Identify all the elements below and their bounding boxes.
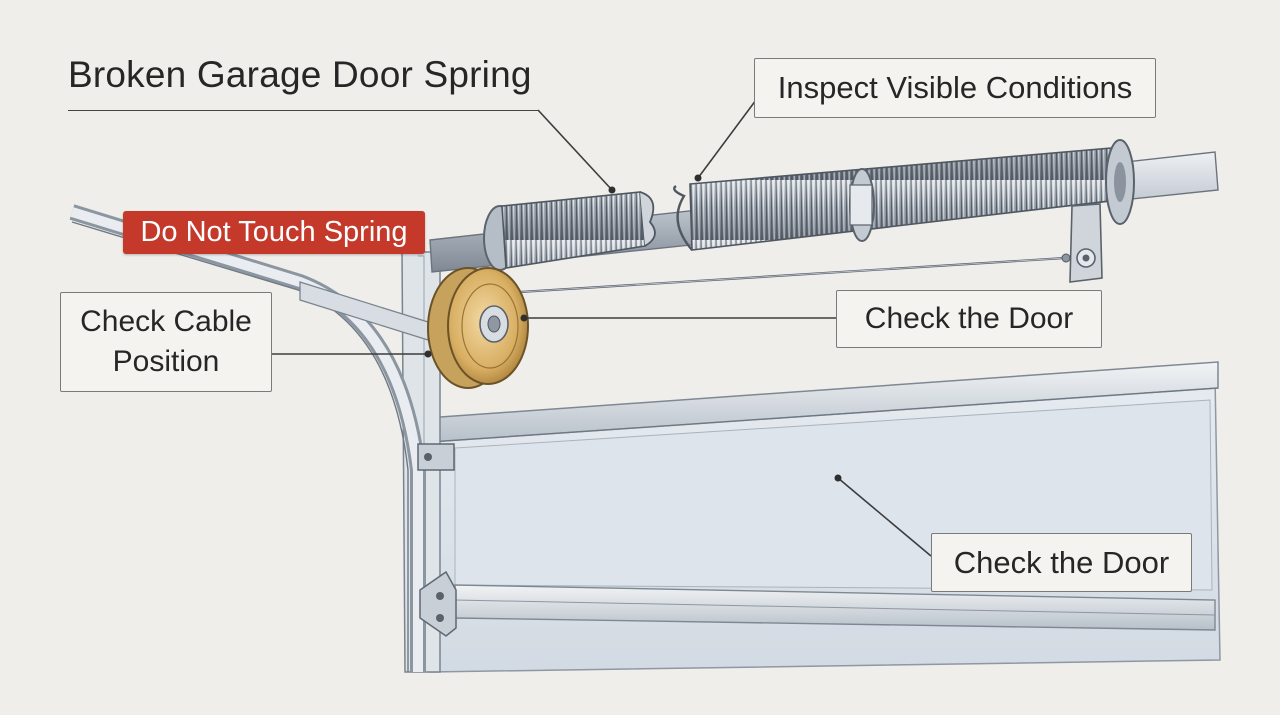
leader-lines <box>272 99 932 557</box>
broken-spring-left <box>483 191 656 271</box>
roller-bracket <box>417 443 455 471</box>
leader-dot-cable <box>424 350 432 358</box>
lift-cable <box>487 253 1071 296</box>
hinge <box>419 570 457 637</box>
callout-door-top: Check the Door <box>836 290 1102 348</box>
leader-dot-inspect <box>694 174 702 182</box>
warning-label: Do Not Touch Spring <box>123 211 425 254</box>
torsion-spring-right <box>673 139 1135 251</box>
leader-title <box>537 109 613 191</box>
leader-inspect <box>697 99 757 179</box>
title-underline <box>68 110 538 111</box>
door-panel <box>425 361 1221 673</box>
leader-dot-door-panel <box>834 474 842 482</box>
cable-drum <box>427 267 529 389</box>
diagram-title: Broken Garage Door Spring <box>68 54 532 95</box>
callout-cable-position: Check Cable Position <box>60 292 272 392</box>
leader-door-panel <box>837 477 932 557</box>
center-bearing-bracket <box>1069 203 1103 283</box>
callout-inspect: Inspect Visible Conditions <box>754 58 1156 118</box>
callout-door-panel: Check the Door <box>931 533 1192 592</box>
leader-dot-door-top <box>520 314 528 322</box>
door-track <box>69 204 429 672</box>
leader-dot-title <box>608 186 616 194</box>
